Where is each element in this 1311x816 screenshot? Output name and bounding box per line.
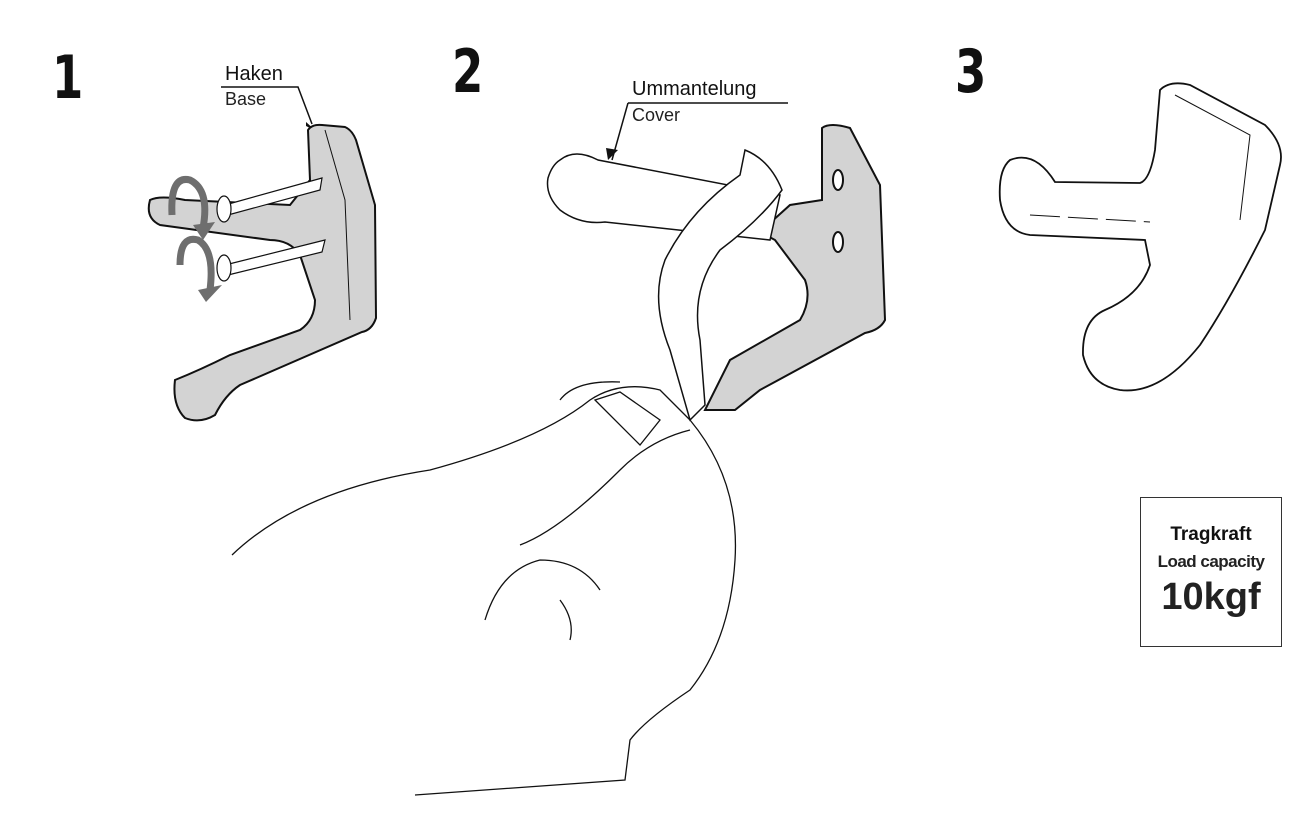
step-1-number: 1 (52, 43, 84, 113)
base-label-en: Base (225, 89, 267, 109)
step-3-number: 3 (955, 37, 987, 107)
screw-icon (216, 177, 326, 282)
hand-outline (231, 381, 737, 796)
load-capacity-title-de: Tragkraft (1170, 524, 1252, 545)
cover-step3 (998, 82, 1282, 392)
step-2-number: 2 (452, 37, 484, 107)
load-capacity-box: Tragkraft Load capacity 10kgf (1140, 497, 1282, 647)
cover-label-en: Cover (632, 105, 681, 125)
load-capacity-value: 10kgf (1161, 576, 1261, 618)
hook-base-step2 (703, 124, 887, 411)
base-leader-line (221, 86, 313, 125)
hook-base-step1 (147, 123, 378, 422)
cover-label-de: Ummantelung (632, 78, 757, 100)
cover-step2 (546, 148, 783, 422)
load-capacity-title-en: Load capacity (1157, 552, 1265, 571)
rotate-arrow-icon (168, 175, 215, 291)
base-label-de: Haken (225, 63, 283, 85)
